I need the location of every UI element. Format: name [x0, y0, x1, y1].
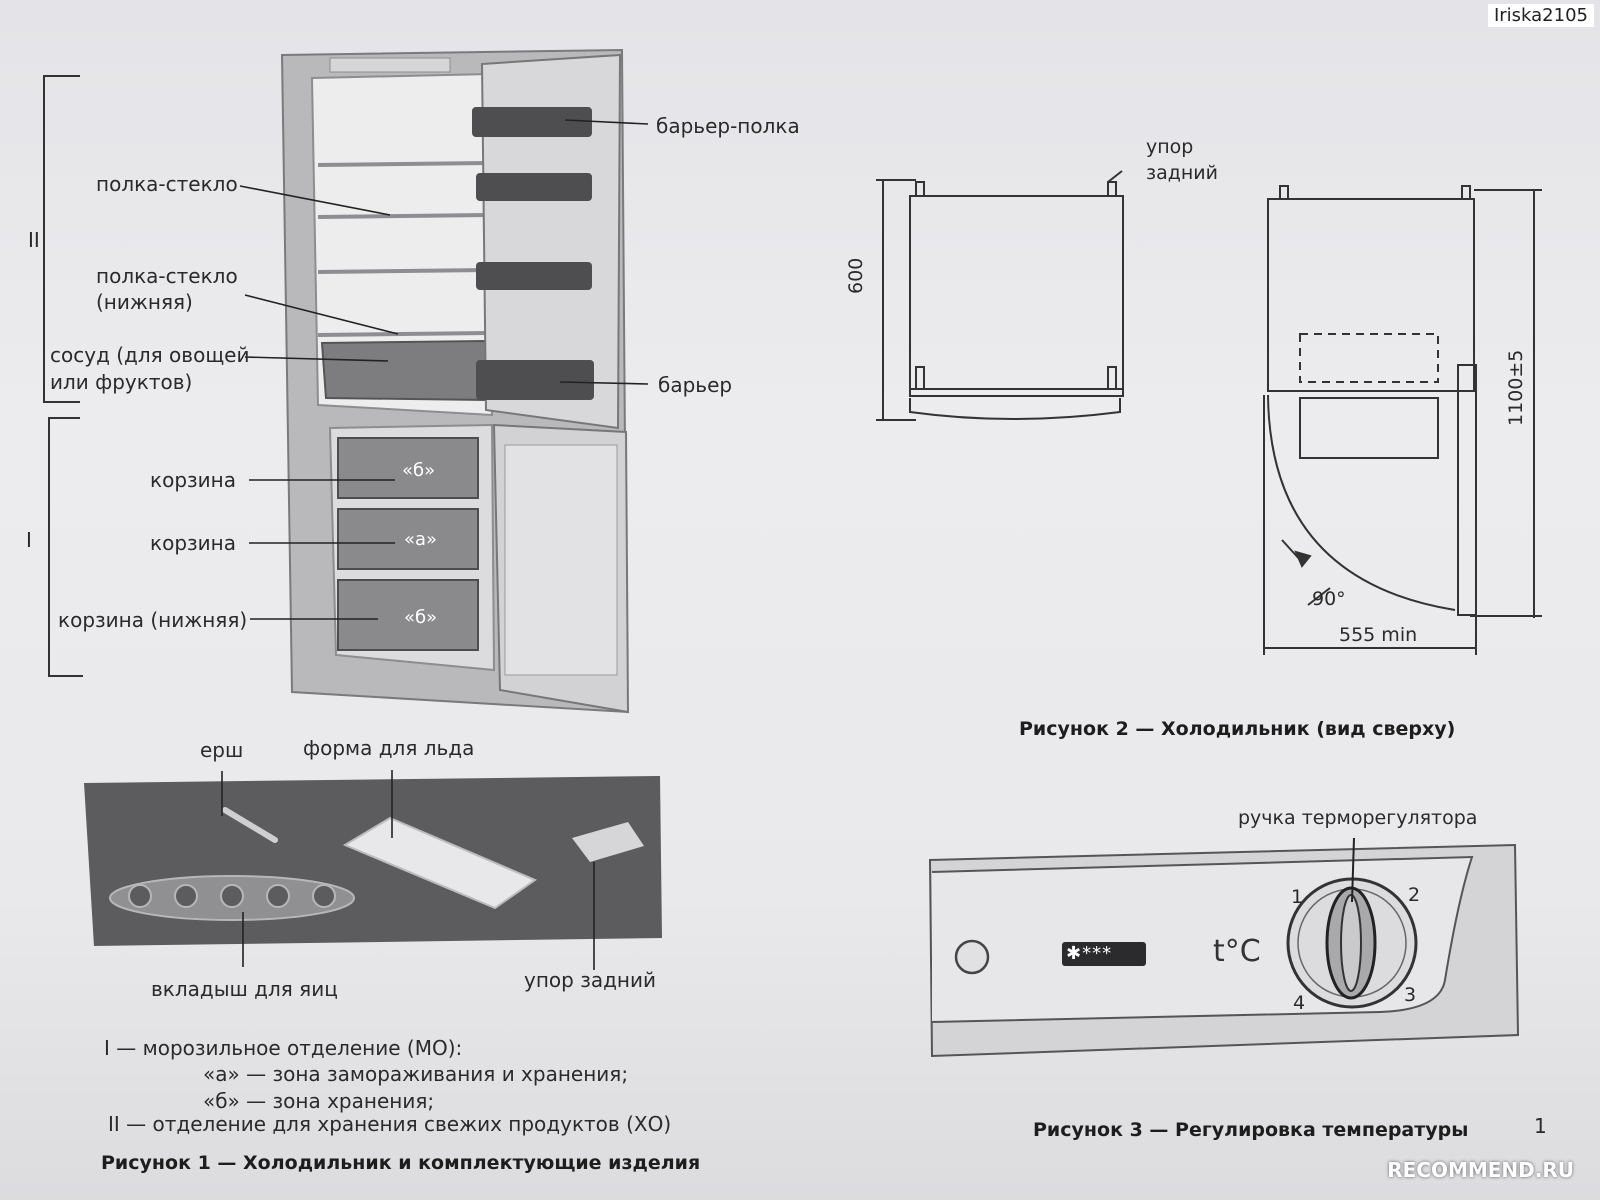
- dim-angle-90: 90°: [1312, 588, 1346, 610]
- label-glass-shelf-lower-2: (нижняя): [96, 290, 193, 314]
- legend-line-1: I — морозильное отделение (МО):: [104, 1036, 463, 1060]
- label-basket-lower: корзина (нижняя): [58, 608, 248, 632]
- fig1-leader-lines: [239, 119, 649, 620]
- legend-line-2: «а» — зона замораживания и хранения;: [203, 1062, 629, 1086]
- figure2-caption: Рисунок 2 — Холодильник (вид сверху): [1019, 718, 1456, 740]
- basket-a-mark: «а»: [404, 529, 438, 550]
- figure3-caption: Рисунок 3 — Регулировка температуры: [1033, 1119, 1469, 1141]
- top-view-right: [1263, 185, 1542, 655]
- label-rear-stop-2: задний: [1146, 162, 1219, 184]
- label-basket-2: корзина: [150, 531, 236, 555]
- label-basket-1: корзина: [150, 468, 236, 492]
- label-glass-shelf-lower-1: полка-стекло: [96, 264, 238, 288]
- dim-width-555: 555 min: [1339, 624, 1418, 646]
- control-panel: [928, 837, 1520, 1058]
- page-number: 1: [1534, 1114, 1547, 1138]
- user-watermark: Iriska2105: [1487, 4, 1594, 27]
- freezer-stars-badge: ✱***: [1066, 943, 1113, 964]
- dial-mark-3: 3: [1404, 984, 1417, 1006]
- label-rear-stop-1: упор: [1146, 136, 1194, 158]
- figure1-caption: Рисунок 1 — Холодильник и комплектующие …: [101, 1152, 701, 1174]
- legend-line-4: II — отделение для хранения свежих проду…: [108, 1112, 672, 1136]
- legend-line-3: «б» — зона хранения;: [203, 1089, 435, 1113]
- label-vessel-1: сосуд (для овощей: [50, 343, 250, 367]
- zone-i-label: I: [26, 528, 32, 552]
- label-vessel-2: или фруктов): [50, 370, 193, 394]
- label-barrier-shelf: барьер-полка: [656, 114, 800, 138]
- dim-total-1100: 1100±5: [1505, 349, 1527, 426]
- label-thermostat-knob: ручка терморегулятора: [1238, 807, 1478, 829]
- temperature-symbol: t°C: [1213, 934, 1261, 969]
- label-barrier: барьер: [658, 373, 733, 397]
- zone-ii-label: II: [28, 228, 40, 252]
- dial-mark-4: 4: [1293, 992, 1306, 1014]
- dial-mark-2: 2: [1408, 884, 1421, 906]
- label-ice-tray: форма для льда: [303, 736, 475, 760]
- label-rear-stop-accessory: упор задний: [524, 968, 656, 992]
- basket-b-upper-mark: «б»: [402, 460, 436, 481]
- label-egg-insert: вкладыш для яиц: [151, 977, 338, 1001]
- label-brush: ерш: [200, 738, 244, 762]
- dial-mark-1: 1: [1291, 886, 1304, 908]
- fridge-photo: [280, 48, 630, 714]
- top-view-left: [876, 170, 1124, 421]
- label-glass-shelf: полка-стекло: [96, 172, 238, 196]
- accessories-photo: [84, 776, 662, 946]
- zone-brackets: [43, 75, 83, 677]
- accessory-leader-lines: [221, 770, 595, 970]
- basket-b-lower-mark: «б»: [404, 607, 438, 628]
- site-watermark: RECOMMEND.RU: [1387, 1158, 1574, 1182]
- dim-depth-600: 600: [845, 257, 867, 294]
